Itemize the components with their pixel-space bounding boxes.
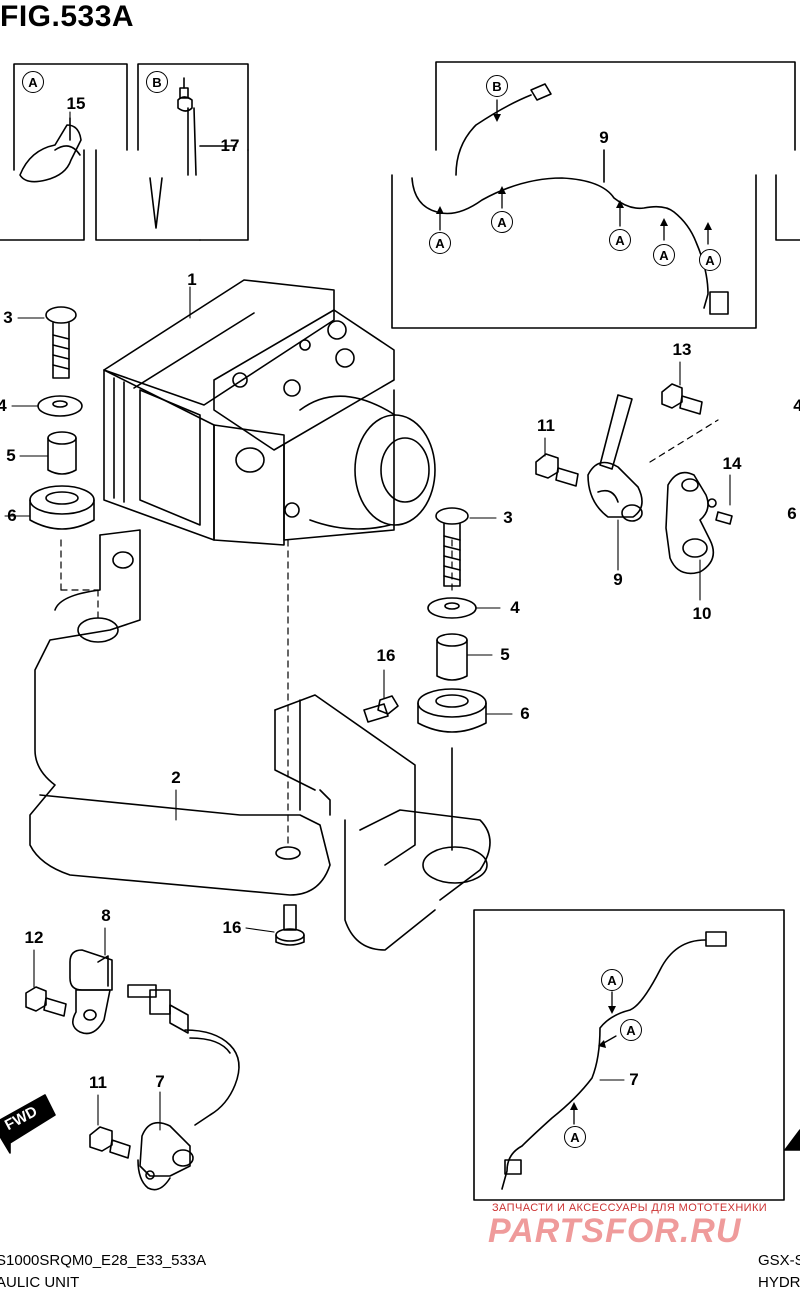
callout-12: 12 <box>24 928 44 947</box>
bolt-3-right <box>435 507 469 587</box>
detail-ref-a-wire-3: A <box>609 229 631 251</box>
collar-5-left <box>47 431 77 475</box>
bolt-12 <box>25 986 67 1017</box>
footer-right-code: GSX-S <box>758 1252 800 1269</box>
sensor-7-lower <box>137 1121 194 1191</box>
callout-17: 17 <box>220 136 240 155</box>
bracket-2 <box>29 529 491 951</box>
leader-lines <box>4 111 731 1131</box>
detail-ref-a: A <box>22 71 44 93</box>
callout-2: 2 <box>171 768 181 787</box>
dash-leaders <box>60 419 719 846</box>
footer-right: GSX-S HYDR <box>758 1250 800 1294</box>
callout-3-right: 3 <box>503 508 513 527</box>
footer-caption: AULIC UNIT <box>0 1274 80 1291</box>
detail-box-wire-9 <box>391 61 800 329</box>
bolt-16-lower <box>275 904 305 946</box>
callout-8: 8 <box>101 906 111 925</box>
callout-7-wire: 7 <box>629 1070 639 1089</box>
fwd-arrow-right-edge <box>784 1129 800 1151</box>
callout-1: 1 <box>187 270 197 289</box>
callout-16-lower: 16 <box>222 918 242 937</box>
grommet-6-left <box>29 485 95 530</box>
callout-5-left: 5 <box>6 446 16 465</box>
detail-ref-b: B <box>146 71 168 93</box>
footer-left: S1000SRQM0_E28_E33_533A AULIC UNIT <box>0 1250 206 1294</box>
bolt-13 <box>661 383 703 415</box>
figure-title: FIG.533A <box>0 0 135 33</box>
bolt-11-lower <box>89 1126 131 1159</box>
collar-5-right <box>436 633 468 681</box>
hydraulic-unit <box>103 279 436 546</box>
detail-box-b <box>137 63 249 241</box>
callout-13: 13 <box>672 340 692 359</box>
callout-3-left: 3 <box>3 308 13 327</box>
detail-ref-a-wire-5: A <box>699 249 721 271</box>
bolt-3-left <box>45 306 77 379</box>
detail-ref-a-wire-1: A <box>429 232 451 254</box>
detail-ref-a-wire7-1: A <box>601 969 623 991</box>
callout-10: 10 <box>692 604 712 623</box>
detail-ref-a-wire7-2: A <box>620 1019 642 1041</box>
callout-4-left: 4 <box>0 396 7 415</box>
washer-4-right <box>427 597 477 619</box>
footer-right-caption: HYDR <box>758 1274 800 1291</box>
callout-11-lower: 11 <box>89 1073 107 1092</box>
callout-9-wire: 9 <box>599 128 609 147</box>
detail-ref-a-wire-2: A <box>491 211 513 233</box>
bolt-16-upper <box>363 695 399 723</box>
callout-4-edge: 4 <box>793 396 800 415</box>
callout-11-upper: 11 <box>537 416 555 435</box>
detail-ref-a-wire7-3: A <box>564 1126 586 1148</box>
grommet-6-right <box>417 688 487 733</box>
footer-code: S1000SRQM0_E28_E33_533A <box>0 1252 207 1269</box>
callout-4-right: 4 <box>510 598 520 617</box>
callout-9-sensor: 9 <box>613 570 623 589</box>
detail-ref-a-wire-4: A <box>653 244 675 266</box>
detail-ref-b-wire: B <box>486 75 508 97</box>
callout-5-right: 5 <box>500 645 510 664</box>
detail-box-a <box>0 63 201 241</box>
callout-6-left: 6 <box>7 506 17 525</box>
fwd-arrow <box>0 1094 56 1154</box>
watermark-tagline: ЗАПЧАСТИ И АКСЕССУАРЫ ДЛЯ МОТОТЕХНИКИ <box>492 1202 768 1214</box>
pin-14 <box>715 511 733 525</box>
sensor-8 <box>69 949 240 1126</box>
callout-15: 15 <box>66 94 86 113</box>
detail-box-wire-7 <box>473 909 785 1201</box>
callout-6-right: 6 <box>520 704 530 723</box>
callout-7-sensor: 7 <box>155 1072 165 1091</box>
pointer-heads <box>436 114 712 1110</box>
callout-6-edge: 6 <box>787 504 797 523</box>
watermark-logo: PARTSFOR.RU <box>488 1212 742 1250</box>
callout-14: 14 <box>722 454 742 473</box>
sensor-bracket-10 <box>665 471 717 575</box>
bolt-11-upper <box>535 453 579 487</box>
callout-16-upper: 16 <box>376 646 396 665</box>
washer-4-left <box>37 395 83 417</box>
wheel-sensor-9 <box>587 394 643 522</box>
